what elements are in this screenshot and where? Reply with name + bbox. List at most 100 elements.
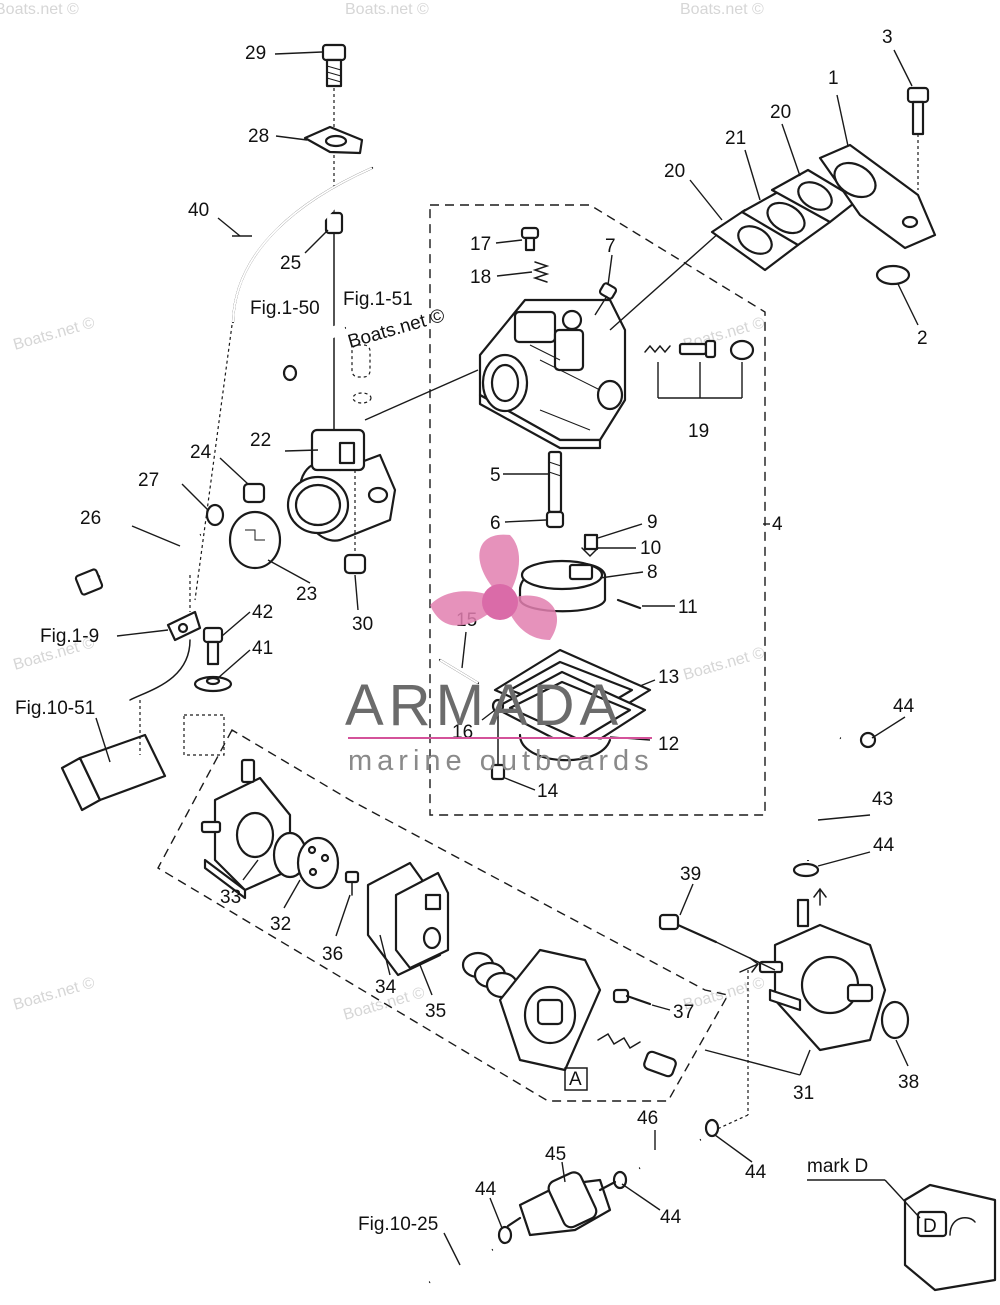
- choke-cable-40: [194, 166, 374, 601]
- part-number-26: 26: [80, 508, 101, 529]
- carburetor-to-manifold-line: [609, 231, 721, 331]
- part-number-20: 20: [770, 102, 791, 123]
- part-number-39: 39: [680, 864, 701, 885]
- check-valve: [643, 1050, 677, 1078]
- part-number-19: 19: [688, 421, 709, 442]
- bolt-29: [321, 43, 347, 128]
- part-number-2: 2: [917, 328, 928, 349]
- screw-17: [520, 226, 540, 252]
- fuel-line-path: [714, 1114, 749, 1131]
- clip-44-e: [497, 1225, 513, 1245]
- collar-24: [242, 482, 266, 504]
- box-a-letter: A: [569, 1069, 582, 1090]
- mark-d-detail: D: [807, 1179, 997, 1292]
- part-number-27: 27: [138, 470, 159, 491]
- diaphragm-32: [272, 831, 340, 890]
- part-number-25: 25: [280, 253, 301, 274]
- clamp-fig1-9: [129, 575, 202, 701]
- part-number-44: 44: [873, 835, 895, 856]
- bolt-42: [202, 626, 224, 666]
- hose-43: [802, 728, 843, 862]
- screw-7: [594, 282, 618, 316]
- ref-fig1-51: Fig.1-51: [343, 289, 413, 310]
- part-number-6: 6: [490, 513, 501, 534]
- spring-18: [532, 261, 550, 283]
- clip-44-b: [792, 862, 820, 878]
- washer-41: [193, 675, 233, 693]
- part-number-32: 32: [270, 914, 291, 935]
- brand-name: ARMADA: [345, 673, 623, 738]
- part-number-43: 43: [872, 789, 893, 810]
- fuel-filter-45: [506, 1171, 617, 1237]
- screw-37: [612, 988, 652, 1006]
- insulator-21: [740, 190, 832, 247]
- pilot-screw-set-19: [644, 339, 755, 399]
- part-number-13: 13: [658, 667, 679, 688]
- screw-15: [438, 658, 480, 685]
- needle-valve-9: [581, 533, 599, 558]
- float-pin-11: [616, 598, 642, 610]
- part-number-21: 21: [725, 128, 746, 149]
- part-number-44: 44: [475, 1179, 497, 1200]
- o-ring-2: [875, 264, 911, 286]
- fuel-pump-31: [739, 887, 887, 1052]
- float-bowl-12: [491, 670, 647, 762]
- part-number-33: 33: [220, 887, 241, 908]
- part-number-7: 7: [605, 236, 616, 257]
- part-number-3: 3: [882, 27, 893, 48]
- o-ring-38: [880, 1000, 910, 1040]
- clip-44-c: [704, 1118, 720, 1138]
- part-number-44: 44: [745, 1162, 767, 1183]
- part-number-38: 38: [898, 1072, 919, 1093]
- part-number-34: 34: [375, 977, 397, 998]
- part-number-46: 46: [637, 1108, 658, 1129]
- part-number-14: 14: [537, 781, 559, 802]
- part-number-22: 22: [250, 430, 271, 451]
- part-number-labels: 29 28 40 25 3 1 20 21 20 2 17 18 7 19 5 …: [80, 27, 928, 1228]
- carburetor-to-adapter-line: [364, 369, 479, 421]
- box-a: A: [564, 1067, 588, 1091]
- part-number-36: 36: [322, 944, 343, 965]
- brand-tagline: marine outboards: [348, 745, 654, 777]
- part-number-30: 30: [352, 614, 373, 635]
- hose-fig1-50: [282, 322, 347, 382]
- carburetor-body: [478, 298, 627, 450]
- part-number-9: 9: [647, 512, 658, 533]
- bracket-fig10-51: [60, 700, 225, 812]
- part-fig1-51: [351, 344, 372, 404]
- part-number-29: 29: [245, 43, 266, 64]
- part-number-4: 4: [772, 514, 783, 535]
- part-number-35: 35: [425, 1001, 446, 1022]
- part-number-17: 17: [470, 234, 491, 255]
- bolt-26: [74, 533, 202, 596]
- part-number-42: 42: [252, 602, 273, 623]
- part-number-11: 11: [678, 597, 698, 618]
- bolt-39: [658, 913, 776, 971]
- watermark-text: Boats.net ©: [680, 1, 764, 18]
- part-number-20: 20: [664, 161, 685, 182]
- part-number-10: 10: [640, 538, 661, 559]
- watermark-text: Boats.net ©: [681, 644, 766, 684]
- part-number-24: 24: [190, 442, 212, 463]
- watermark-text: Boats.net ©: [11, 314, 96, 354]
- watermark-text: Boats.net ©: [11, 974, 96, 1014]
- spring: [461, 951, 519, 999]
- main-nozzle-5: [547, 450, 563, 514]
- main-jet-6: [545, 510, 565, 529]
- diaphragm-35: [394, 871, 450, 970]
- ref-fig1-50: Fig.1-50: [250, 298, 320, 319]
- part-number-45: 45: [545, 1144, 566, 1165]
- watermark-center: Boats.net ©: [346, 305, 447, 353]
- intake-manifold-1: [818, 143, 937, 250]
- part-number-1: 1: [828, 68, 839, 89]
- collar-30: [343, 470, 367, 575]
- adapter-22: [286, 428, 397, 542]
- hose-46: [637, 1135, 703, 1173]
- part-number-44: 44: [660, 1207, 682, 1228]
- carburetor-assembly-boundary: [429, 204, 766, 816]
- ref-fig10-25: Fig.10-25: [358, 1214, 438, 1235]
- part-number-37: 37: [673, 1002, 694, 1023]
- fuel-pump-assembly-boundary: [157, 729, 730, 1102]
- part-number-41: 41: [252, 638, 273, 659]
